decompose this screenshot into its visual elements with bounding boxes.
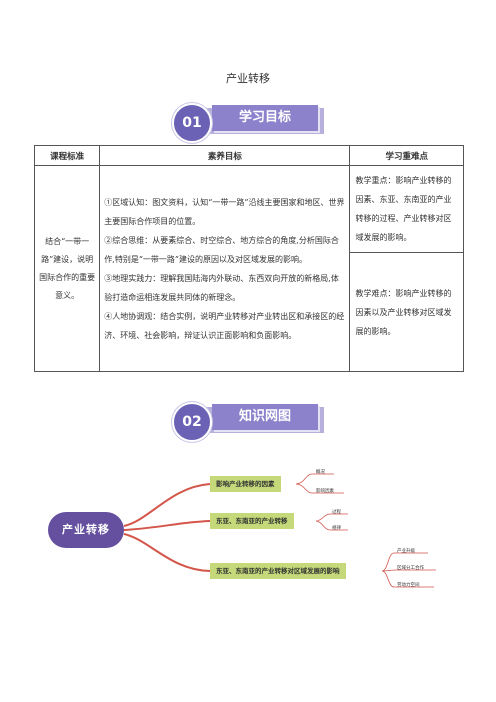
badge-label: 知识网图 [212, 404, 318, 430]
leaf-connector [315, 513, 348, 522]
leaf-connector [295, 483, 344, 494]
curriculum-standard: 结合“一带一路”建设，说明国际合作的重要意义。 [33, 165, 101, 372]
literacy-goal-4: ④人地协调观：结合实例，说明产业转移对产业转出区和承接区的经济、环境、社会影响，… [104, 311, 345, 340]
mindmap-leaf: 概况 [316, 470, 325, 475]
mindmap-branch: 东亚、东南亚的产业转移对区域发展的影响 [210, 563, 346, 579]
badge-number: 02 [172, 402, 212, 442]
literacy-goal-3: ③地理实践力：理解我国陆海内外联动、东西双向开放的新格局,体验打造命运相连发展共… [104, 273, 339, 302]
branch-connector [123, 533, 211, 572]
mindmap-leaf: 规律 [332, 526, 341, 531]
mindmap-branch: 影响产业转移的因素 [210, 476, 281, 492]
badge-number: 01 [172, 103, 212, 143]
leaf-connector [381, 570, 434, 588]
mindmap-leaf: 过程 [332, 510, 341, 515]
branch-connector [123, 483, 211, 527]
mindmap-center-node: 产业转移 [48, 512, 124, 548]
table-header: 学习重难点 [349, 145, 464, 166]
teaching-key-point: 教学重点：影响产业转移的因素、东亚、东南亚的产业转移的过程、产业转移对区域发展的… [349, 165, 464, 253]
leaf-connector [315, 520, 348, 531]
literacy-goals: ①区域认知：图文资料，认知“一带一路”沿线主要国家和地区、世界主要国际合作项目的… [99, 165, 351, 372]
mindmap-leaf: 区域分工合作 [397, 566, 424, 571]
table-header: 课程标准 [33, 145, 101, 166]
teaching-difficulty: 教学难点：影响产业转移的因素以及产业转移对区域发展的影响。 [349, 252, 464, 372]
learning-goals-table: 课程标准 素养目标 学习重难点 结合“一带一路”建设，说明国际合作的重要意义。 … [33, 145, 464, 372]
mindmap-leaf: 影响因素 [316, 489, 334, 494]
mindmap-leaf: 产业升级 [397, 549, 415, 554]
leaf-connector [295, 473, 334, 485]
badge-label: 学习目标 [212, 105, 318, 131]
document-title: 产业转移 [226, 72, 270, 85]
mindmap-branch: 东亚、东南亚的产业转移 [210, 513, 294, 529]
leaf-connector [381, 552, 428, 572]
branch-connector [123, 520, 211, 531]
mindmap-leaf: 劳动力空间 [397, 583, 420, 588]
leaf-connector [381, 569, 436, 572]
literacy-goal-2: ②综合思维：从要素综合、时空综合、地方综合的角度,分析国际合作,特别是“一带一路… [104, 235, 339, 264]
literacy-goal-1: ①区域认知：图文资料，认知“一带一路”沿线主要国家和地区、世界主要国际合作项目的… [104, 197, 345, 226]
